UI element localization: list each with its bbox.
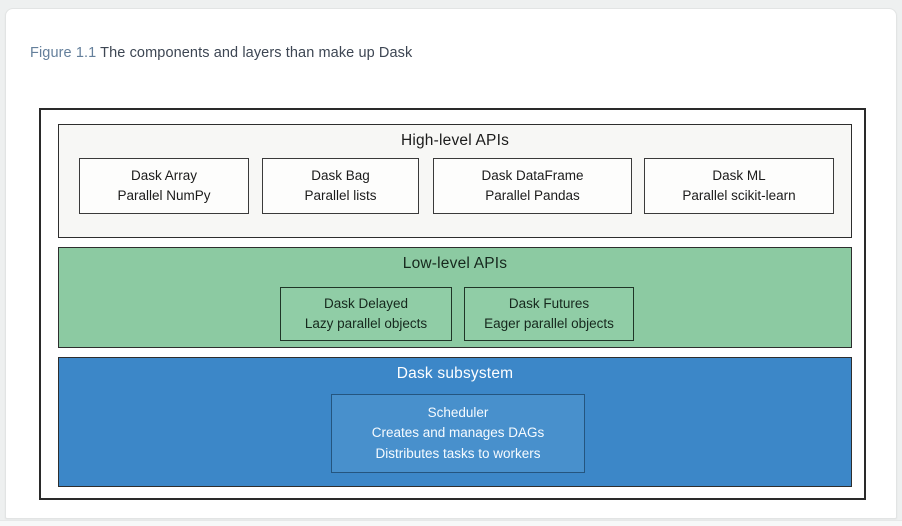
node-scheduler-desc-1: Creates and manages DAGs xyxy=(371,425,545,441)
node-scheduler-name: Scheduler xyxy=(427,405,489,421)
dask-subsystem-title: Dask subsystem xyxy=(396,365,514,382)
node-dask-array: Dask Array Parallel NumPy xyxy=(79,158,249,214)
node-dask-delayed: Dask Delayed Lazy parallel objects xyxy=(280,287,452,341)
high-level-apis-band: High-level APIs Dask Array Parallel NumP… xyxy=(58,124,852,238)
high-level-apis-title: High-level APIs xyxy=(400,132,510,149)
node-dask-ml: Dask ML Parallel scikit-learn xyxy=(644,158,834,214)
node-dask-futures-name: Dask Futures xyxy=(508,295,590,311)
low-level-apis-band: Low-level APIs Dask Delayed Lazy paralle… xyxy=(58,247,852,348)
node-dask-futures-desc: Eager parallel objects xyxy=(484,316,614,331)
node-dask-array-desc: Parallel NumPy xyxy=(117,188,211,203)
node-dask-futures: Dask Futures Eager parallel objects xyxy=(464,287,634,341)
node-dask-dataframe-name: Dask DataFrame xyxy=(481,167,584,183)
node-dask-bag-desc: Parallel lists xyxy=(304,188,377,203)
node-dask-dataframe-desc: Parallel Pandas xyxy=(485,188,580,203)
node-dask-bag-name: Dask Bag xyxy=(311,167,370,183)
node-dask-bag: Dask Bag Parallel lists xyxy=(262,158,419,214)
node-scheduler: Scheduler Creates and manages DAGs Distr… xyxy=(331,394,585,473)
low-level-apis-title: Low-level APIs xyxy=(402,255,508,272)
node-dask-ml-name: Dask ML xyxy=(712,167,766,183)
figure-caption-text: The components and layers than make up D… xyxy=(100,45,413,61)
dask-architecture-diagram: High-level APIs Dask Array Parallel NumP… xyxy=(39,108,866,500)
page-bottom-divider xyxy=(0,520,902,526)
dask-subsystem-band: Dask subsystem Scheduler Creates and man… xyxy=(58,357,852,487)
node-dask-ml-desc: Parallel scikit-learn xyxy=(682,188,796,203)
figure-caption: Figure 1.1 The components and layers tha… xyxy=(30,45,412,61)
node-dask-array-name: Dask Array xyxy=(130,167,198,183)
node-dask-delayed-desc: Lazy parallel objects xyxy=(304,316,428,331)
node-dask-delayed-name: Dask Delayed xyxy=(323,295,409,311)
node-dask-dataframe: Dask DataFrame Parallel Pandas xyxy=(433,158,632,214)
node-scheduler-desc-2: Distributes tasks to workers xyxy=(375,445,541,461)
figure-number: Figure 1.1 xyxy=(30,45,97,61)
content-card: Figure 1.1 The components and layers tha… xyxy=(5,8,897,519)
